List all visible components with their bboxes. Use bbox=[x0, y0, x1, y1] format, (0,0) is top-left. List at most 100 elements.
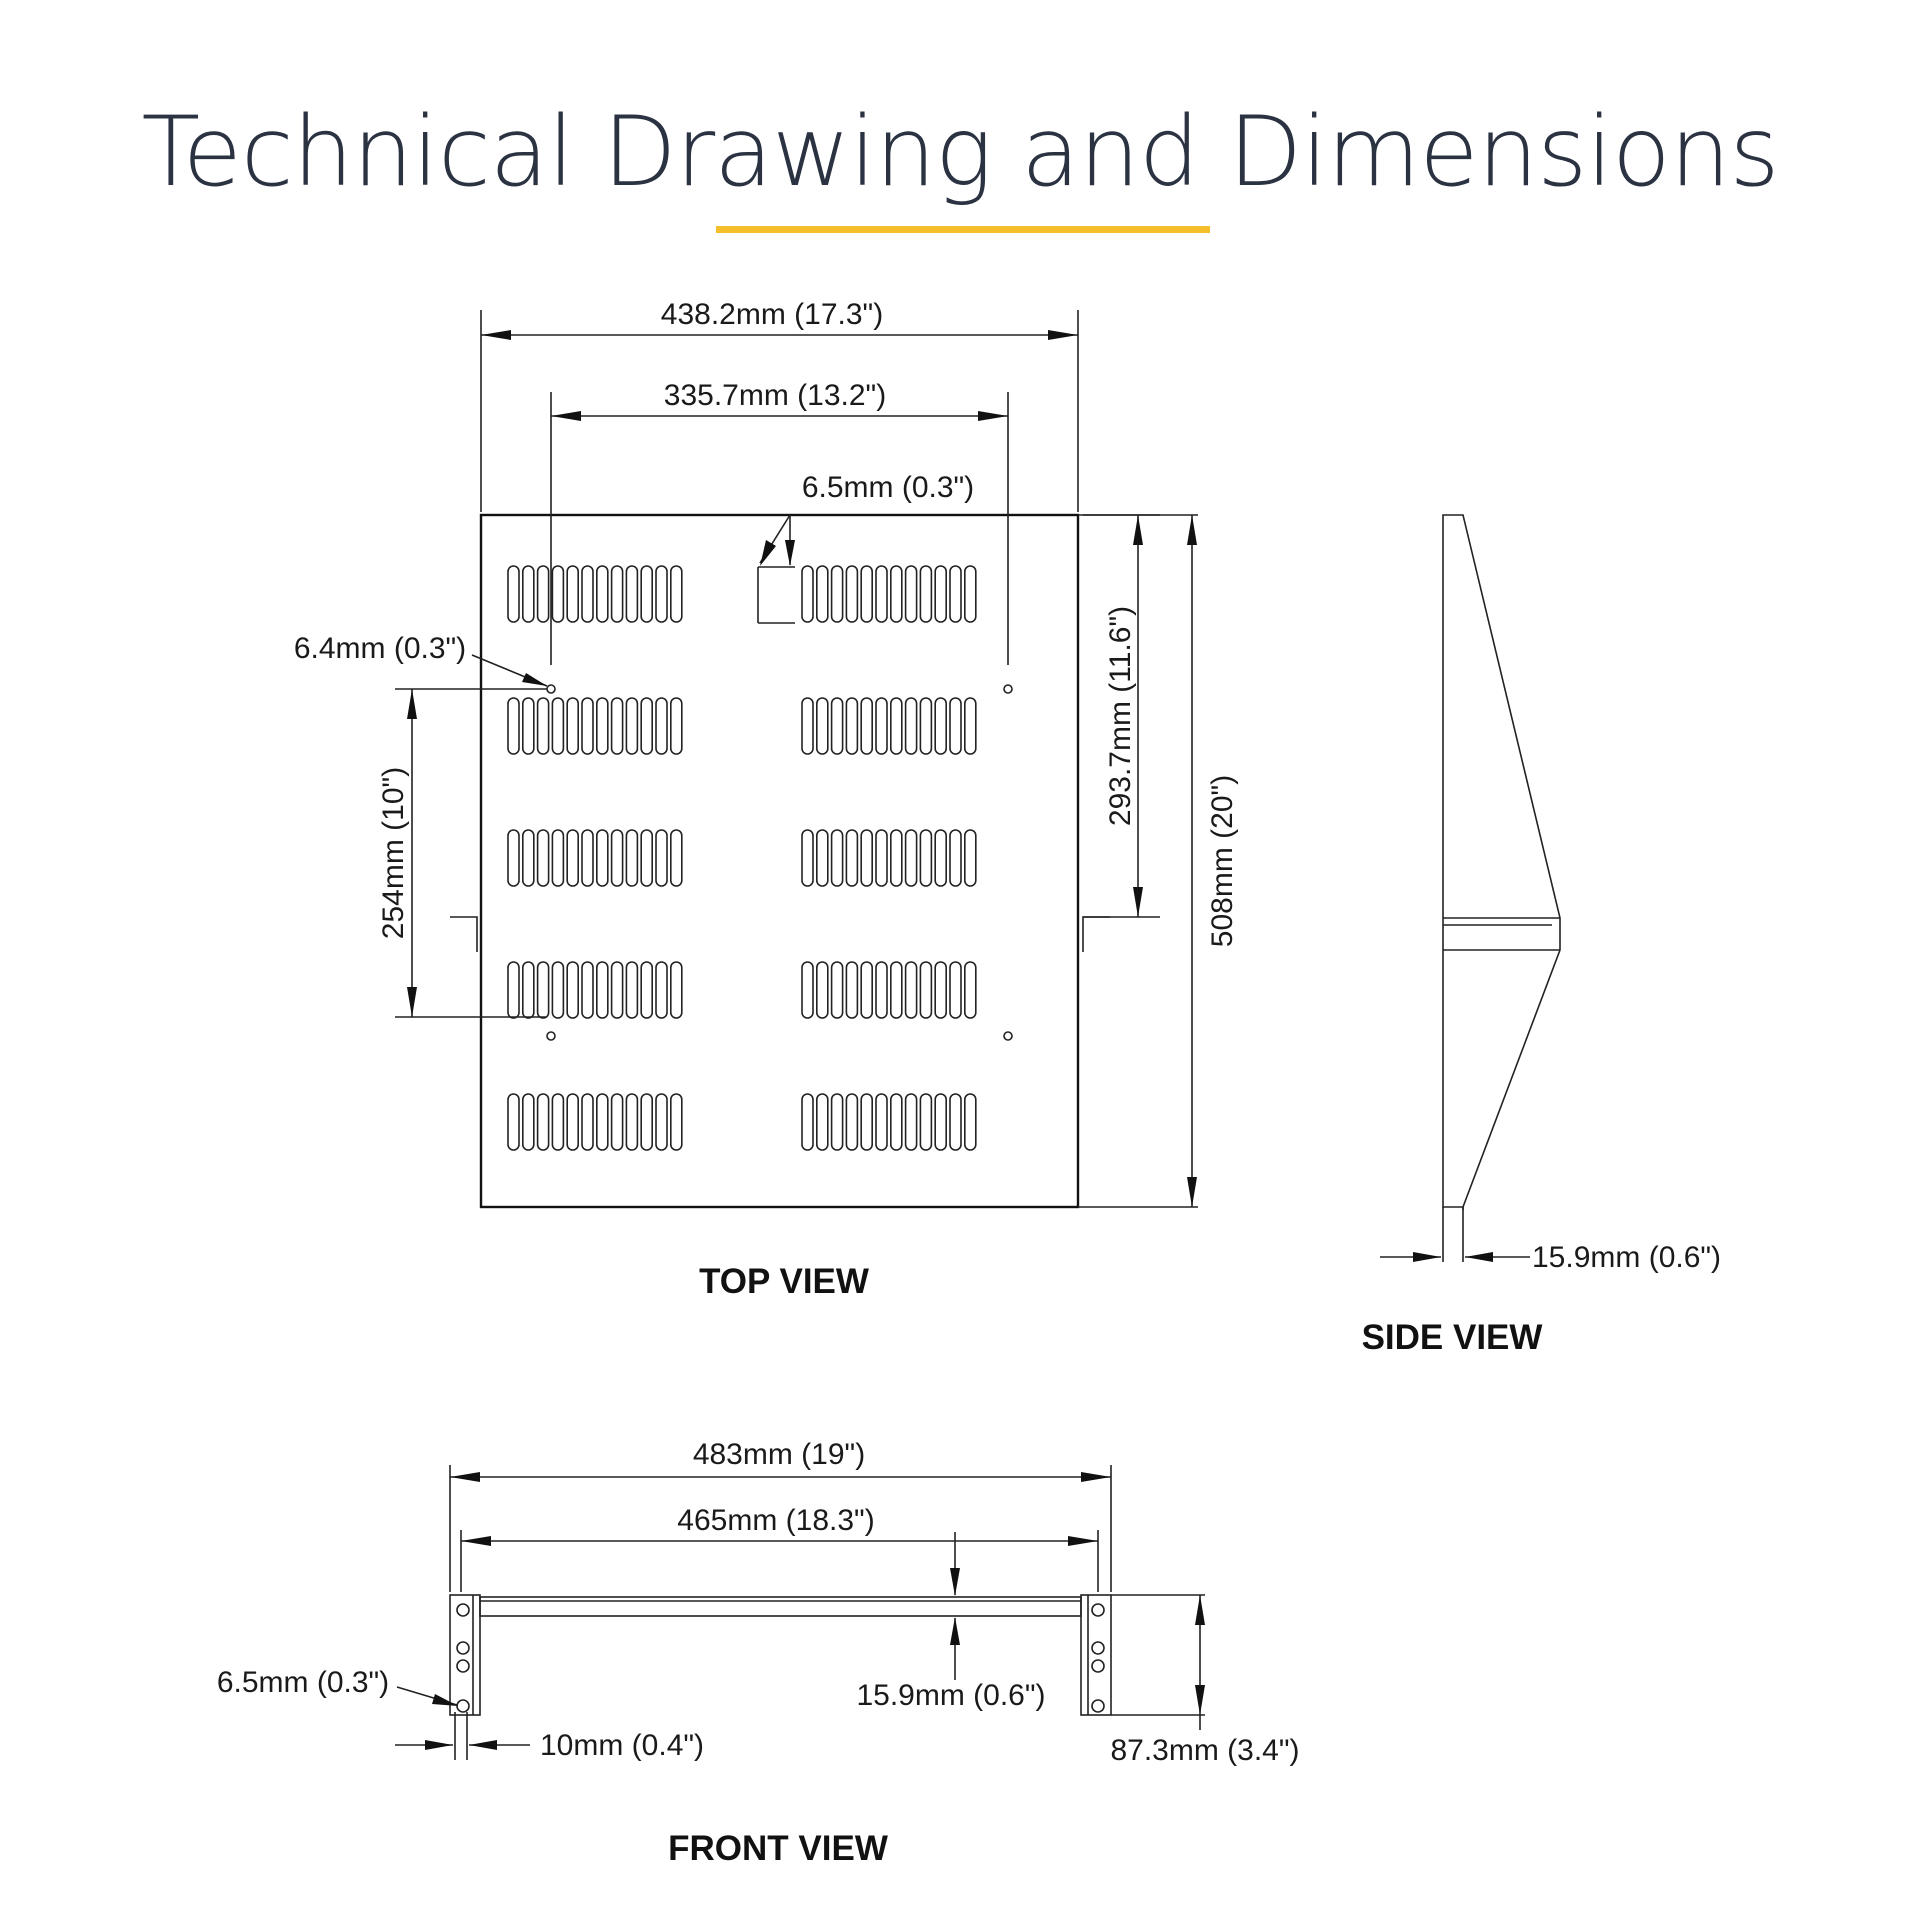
vent-slot bbox=[595, 829, 609, 887]
rack-ear-hole bbox=[1091, 1603, 1105, 1617]
vent-slot bbox=[655, 961, 668, 1019]
vent-slot bbox=[875, 961, 888, 1019]
vent-slot bbox=[919, 829, 933, 887]
vent-slot bbox=[845, 961, 859, 1019]
vent-slot bbox=[949, 829, 962, 887]
front-ear-width-label: 10mm (0.4") bbox=[540, 1729, 704, 1762]
vent-slot bbox=[949, 697, 962, 755]
vent-slot bbox=[801, 1093, 814, 1151]
vent-slot bbox=[860, 829, 874, 887]
vent-slot bbox=[860, 697, 874, 755]
rack-ear-hole bbox=[456, 1659, 470, 1673]
vent-slot bbox=[815, 697, 829, 755]
rack-ear-hole bbox=[456, 1603, 470, 1617]
vent-slot bbox=[830, 565, 844, 623]
vent-slot bbox=[669, 961, 683, 1019]
top-slot-gap-label: 6.5mm (0.3") bbox=[802, 471, 974, 504]
vent-slot bbox=[963, 1093, 977, 1151]
vent-slot bbox=[581, 565, 594, 623]
left-rack-ear bbox=[449, 1594, 481, 1716]
vent-slot bbox=[889, 829, 903, 887]
front-view-label: FRONT VIEW bbox=[668, 1829, 888, 1868]
vent-slot bbox=[640, 565, 654, 623]
vent-slot bbox=[875, 829, 888, 887]
vent-slot bbox=[949, 961, 962, 1019]
vent-slot bbox=[963, 565, 977, 623]
vent-slot bbox=[581, 829, 594, 887]
arrowhead bbox=[522, 673, 547, 686]
arrowhead bbox=[469, 1740, 497, 1750]
vent-slot bbox=[640, 1093, 654, 1151]
vent-slot bbox=[610, 565, 624, 623]
vent-slot bbox=[551, 697, 565, 755]
vent-slot bbox=[610, 1093, 624, 1151]
arrowhead bbox=[1413, 1252, 1441, 1262]
vent-slot bbox=[919, 697, 933, 755]
vent-slot bbox=[640, 961, 654, 1019]
vent-slot bbox=[536, 1093, 550, 1151]
vent-slot bbox=[801, 829, 814, 887]
front-height-label: 87.3mm (3.4") bbox=[1110, 1734, 1299, 1767]
slot-gap-marker bbox=[757, 566, 795, 624]
vent-slot bbox=[801, 697, 814, 755]
arrowhead bbox=[481, 330, 511, 340]
arrowhead bbox=[450, 1472, 480, 1482]
top-view-label: TOP VIEW bbox=[699, 1262, 869, 1301]
arrowhead bbox=[407, 987, 417, 1017]
vent-slot bbox=[934, 961, 948, 1019]
vent-slot bbox=[566, 1093, 580, 1151]
top-hole-spacing-label: 335.7mm (13.2") bbox=[664, 379, 886, 412]
vent-slot bbox=[875, 697, 888, 755]
top-view-shelf-outline bbox=[479, 513, 1080, 1209]
vent-slot bbox=[904, 697, 918, 755]
vent-slot bbox=[845, 829, 859, 887]
vent-slot bbox=[625, 697, 639, 755]
mounting-hole bbox=[546, 1031, 556, 1041]
side-thickness-label: 15.9mm (0.6") bbox=[1532, 1241, 1721, 1274]
vent-slot bbox=[507, 565, 520, 623]
vent-slot bbox=[566, 697, 580, 755]
top-overall-depth-label: 508mm (20") bbox=[1206, 775, 1239, 947]
vent-slot bbox=[919, 961, 933, 1019]
vent-slot bbox=[963, 829, 977, 887]
vent-slot bbox=[595, 565, 609, 623]
vent-slot bbox=[860, 961, 874, 1019]
vent-slot bbox=[815, 565, 829, 623]
vent-slot bbox=[801, 565, 814, 623]
vent-slot bbox=[830, 697, 844, 755]
vent-slot bbox=[830, 1093, 844, 1151]
vent-slot bbox=[934, 697, 948, 755]
left-bracket bbox=[450, 916, 478, 952]
vent-slot bbox=[845, 565, 859, 623]
top-view: 438.2mm (17.3") 335.7mm (13.2") 6.5mm (0… bbox=[294, 298, 1239, 1301]
vent-slot bbox=[610, 697, 624, 755]
vent-slot bbox=[845, 697, 859, 755]
vent-slot bbox=[889, 565, 903, 623]
vent-slot bbox=[889, 697, 903, 755]
vent-slot bbox=[566, 565, 580, 623]
arrowhead bbox=[551, 411, 581, 421]
vent-slot bbox=[815, 1093, 829, 1151]
front-hole-diameter-label: 6.5mm (0.3") bbox=[217, 1666, 389, 1699]
arrowhead bbox=[1133, 887, 1143, 917]
vent-slot bbox=[875, 1093, 888, 1151]
front-shelf-thickness-label: 15.9mm (0.6") bbox=[856, 1679, 1045, 1712]
vent-slot bbox=[640, 697, 654, 755]
vent-slot bbox=[904, 829, 918, 887]
vent-slot bbox=[845, 1093, 859, 1151]
vent-slot bbox=[904, 1093, 918, 1151]
right-rack-ear bbox=[1080, 1594, 1112, 1716]
side-view: 15.9mm (0.6") SIDE VIEW bbox=[1362, 514, 1721, 1357]
front-shelf-bar bbox=[479, 1596, 1082, 1617]
top-overall-width-label: 438.2mm (17.3") bbox=[661, 298, 883, 331]
vent-slot bbox=[551, 961, 565, 1019]
vent-slot bbox=[669, 565, 683, 623]
arrowhead bbox=[432, 1694, 458, 1706]
vent-slot bbox=[655, 697, 668, 755]
vent-slot bbox=[934, 565, 948, 623]
vent-slot bbox=[581, 697, 594, 755]
rack-ear-hole bbox=[1091, 1659, 1105, 1673]
vent-slot bbox=[610, 829, 624, 887]
side-view-label: SIDE VIEW bbox=[1362, 1318, 1543, 1357]
vent-slot bbox=[551, 565, 565, 623]
